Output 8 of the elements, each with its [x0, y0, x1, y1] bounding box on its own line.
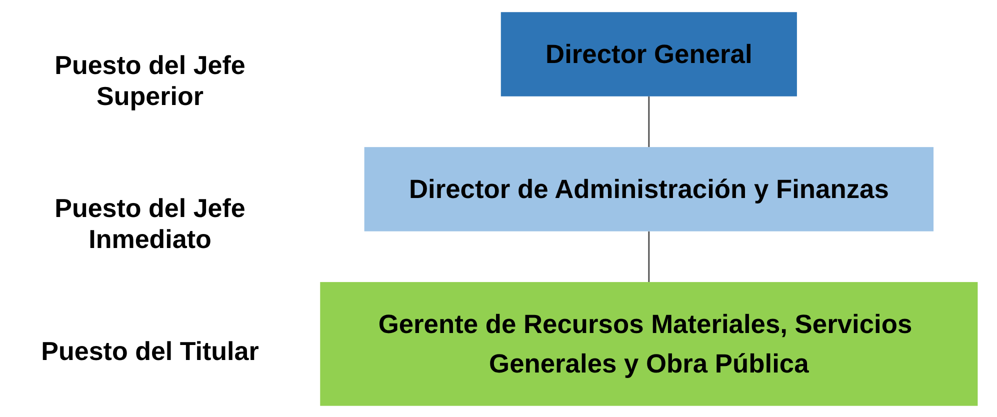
connector — [648, 230, 650, 282]
node-box: Director General — [500, 12, 797, 96]
row-label: Puesto del Jefe Superior — [54, 50, 246, 112]
node-box: Gerente de Recursos Materiales, Servicios Generales y Obra Pública — [320, 282, 978, 406]
row-label: Puesto del Titular — [41, 336, 259, 367]
row-label: Puesto del Jefe Inmediato — [54, 192, 246, 255]
connector — [648, 96, 650, 147]
node-box: Director de Administración y Finanzas — [364, 146, 934, 231]
